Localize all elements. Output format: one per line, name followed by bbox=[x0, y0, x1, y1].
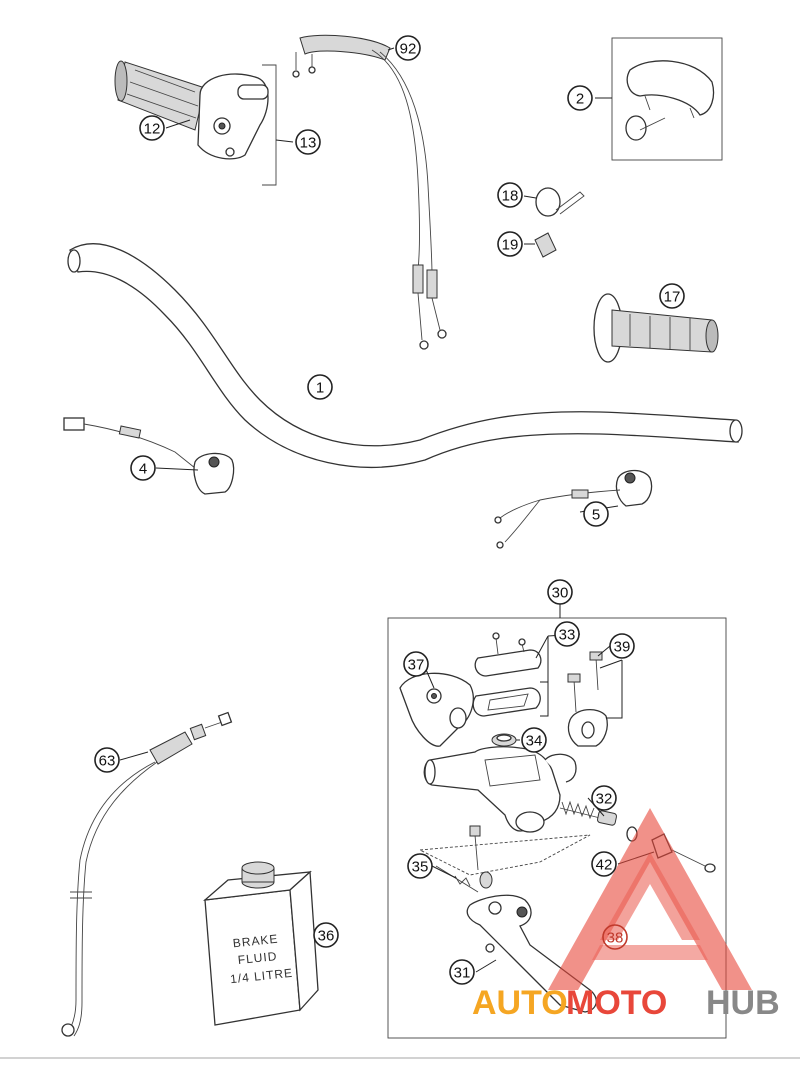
part-label-34: 34 bbox=[521, 727, 547, 753]
part-number-38: 38 bbox=[607, 930, 624, 947]
part-number-18: 18 bbox=[502, 188, 519, 205]
part-number-17: 17 bbox=[664, 289, 681, 306]
part-number-13: 13 bbox=[300, 135, 317, 152]
start-switch bbox=[494, 469, 653, 549]
brake-fluid-bottle: BRAKE FLUID 1/4 LITRE bbox=[202, 861, 319, 1026]
part-label-33: 33 bbox=[554, 621, 580, 647]
diaphragm bbox=[491, 733, 517, 747]
master-cylinder-assembly bbox=[387, 604, 727, 1039]
part-label-13: 13 bbox=[295, 129, 321, 155]
part-label-19: 19 bbox=[497, 231, 523, 257]
clamp bbox=[567, 651, 608, 747]
bottle-label-line2: FLUID bbox=[237, 949, 278, 967]
throttle-grip bbox=[114, 60, 206, 131]
part-label-31: 31 bbox=[449, 959, 475, 985]
part-label-4: 4 bbox=[130, 455, 156, 481]
part-label-38: 38 bbox=[602, 924, 628, 950]
part-label-5: 5 bbox=[583, 501, 609, 527]
part-number-5: 5 bbox=[592, 507, 600, 524]
part-number-1: 1 bbox=[316, 380, 324, 397]
part-label-30: 30 bbox=[547, 579, 573, 605]
watermark-text: AUTO MOTO HUB bbox=[472, 984, 780, 1022]
throttle-housing bbox=[197, 64, 277, 186]
watermark-moto: MOTO bbox=[566, 984, 667, 1022]
kill-switch bbox=[63, 417, 235, 495]
part-label-39: 39 bbox=[609, 633, 635, 659]
throttle-cables bbox=[292, 34, 447, 350]
handlebar bbox=[67, 243, 743, 468]
part-label-12: 12 bbox=[139, 115, 165, 141]
part-label-92: 92 bbox=[395, 35, 421, 61]
part-number-2: 2 bbox=[576, 91, 584, 108]
cable-tie bbox=[535, 187, 585, 217]
part-number-19: 19 bbox=[502, 237, 519, 254]
part-label-37: 37 bbox=[403, 651, 429, 677]
part-number-34: 34 bbox=[526, 733, 543, 750]
part-label-36: 36 bbox=[313, 922, 339, 948]
handguard-bracket bbox=[399, 672, 474, 747]
watermark-auto: AUTO bbox=[472, 984, 568, 1022]
part-label-18: 18 bbox=[497, 182, 523, 208]
part-number-37: 37 bbox=[408, 657, 425, 674]
watermark-logo bbox=[548, 808, 752, 990]
left-grip bbox=[593, 293, 719, 363]
part-label-2: 2 bbox=[567, 85, 593, 111]
rubber-sleeve bbox=[534, 232, 557, 258]
hand-guard-kit bbox=[611, 37, 723, 161]
part-number-92: 92 bbox=[400, 41, 417, 58]
bottle-label-line3: 1/4 LITRE bbox=[230, 966, 294, 987]
part-number-36: 36 bbox=[318, 928, 335, 945]
part-number-31: 31 bbox=[454, 965, 471, 982]
watermark-hub: HUB bbox=[706, 984, 780, 1022]
part-number-42: 42 bbox=[596, 857, 613, 874]
reservoir-cover bbox=[472, 632, 542, 717]
part-number-4: 4 bbox=[139, 461, 147, 478]
leader-lines bbox=[119, 47, 655, 973]
bottle-label-line1: BRAKE bbox=[232, 932, 279, 951]
part-label-63: 63 bbox=[94, 747, 120, 773]
part-number-63: 63 bbox=[99, 753, 116, 770]
part-number-12: 12 bbox=[144, 121, 161, 138]
part-label-17: 17 bbox=[659, 283, 685, 309]
part-label-32: 32 bbox=[591, 785, 617, 811]
part-label-35: 35 bbox=[407, 853, 433, 879]
part-number-39: 39 bbox=[614, 639, 631, 656]
part-number-35: 35 bbox=[412, 859, 429, 876]
part-label-1: 1 bbox=[307, 374, 333, 400]
part-number-32: 32 bbox=[596, 791, 613, 808]
clutch-cable bbox=[61, 711, 233, 1037]
master-cylinder-body bbox=[423, 746, 577, 833]
part-label-42: 42 bbox=[591, 851, 617, 877]
part-number-30: 30 bbox=[552, 585, 569, 602]
part-number-33: 33 bbox=[559, 627, 576, 644]
